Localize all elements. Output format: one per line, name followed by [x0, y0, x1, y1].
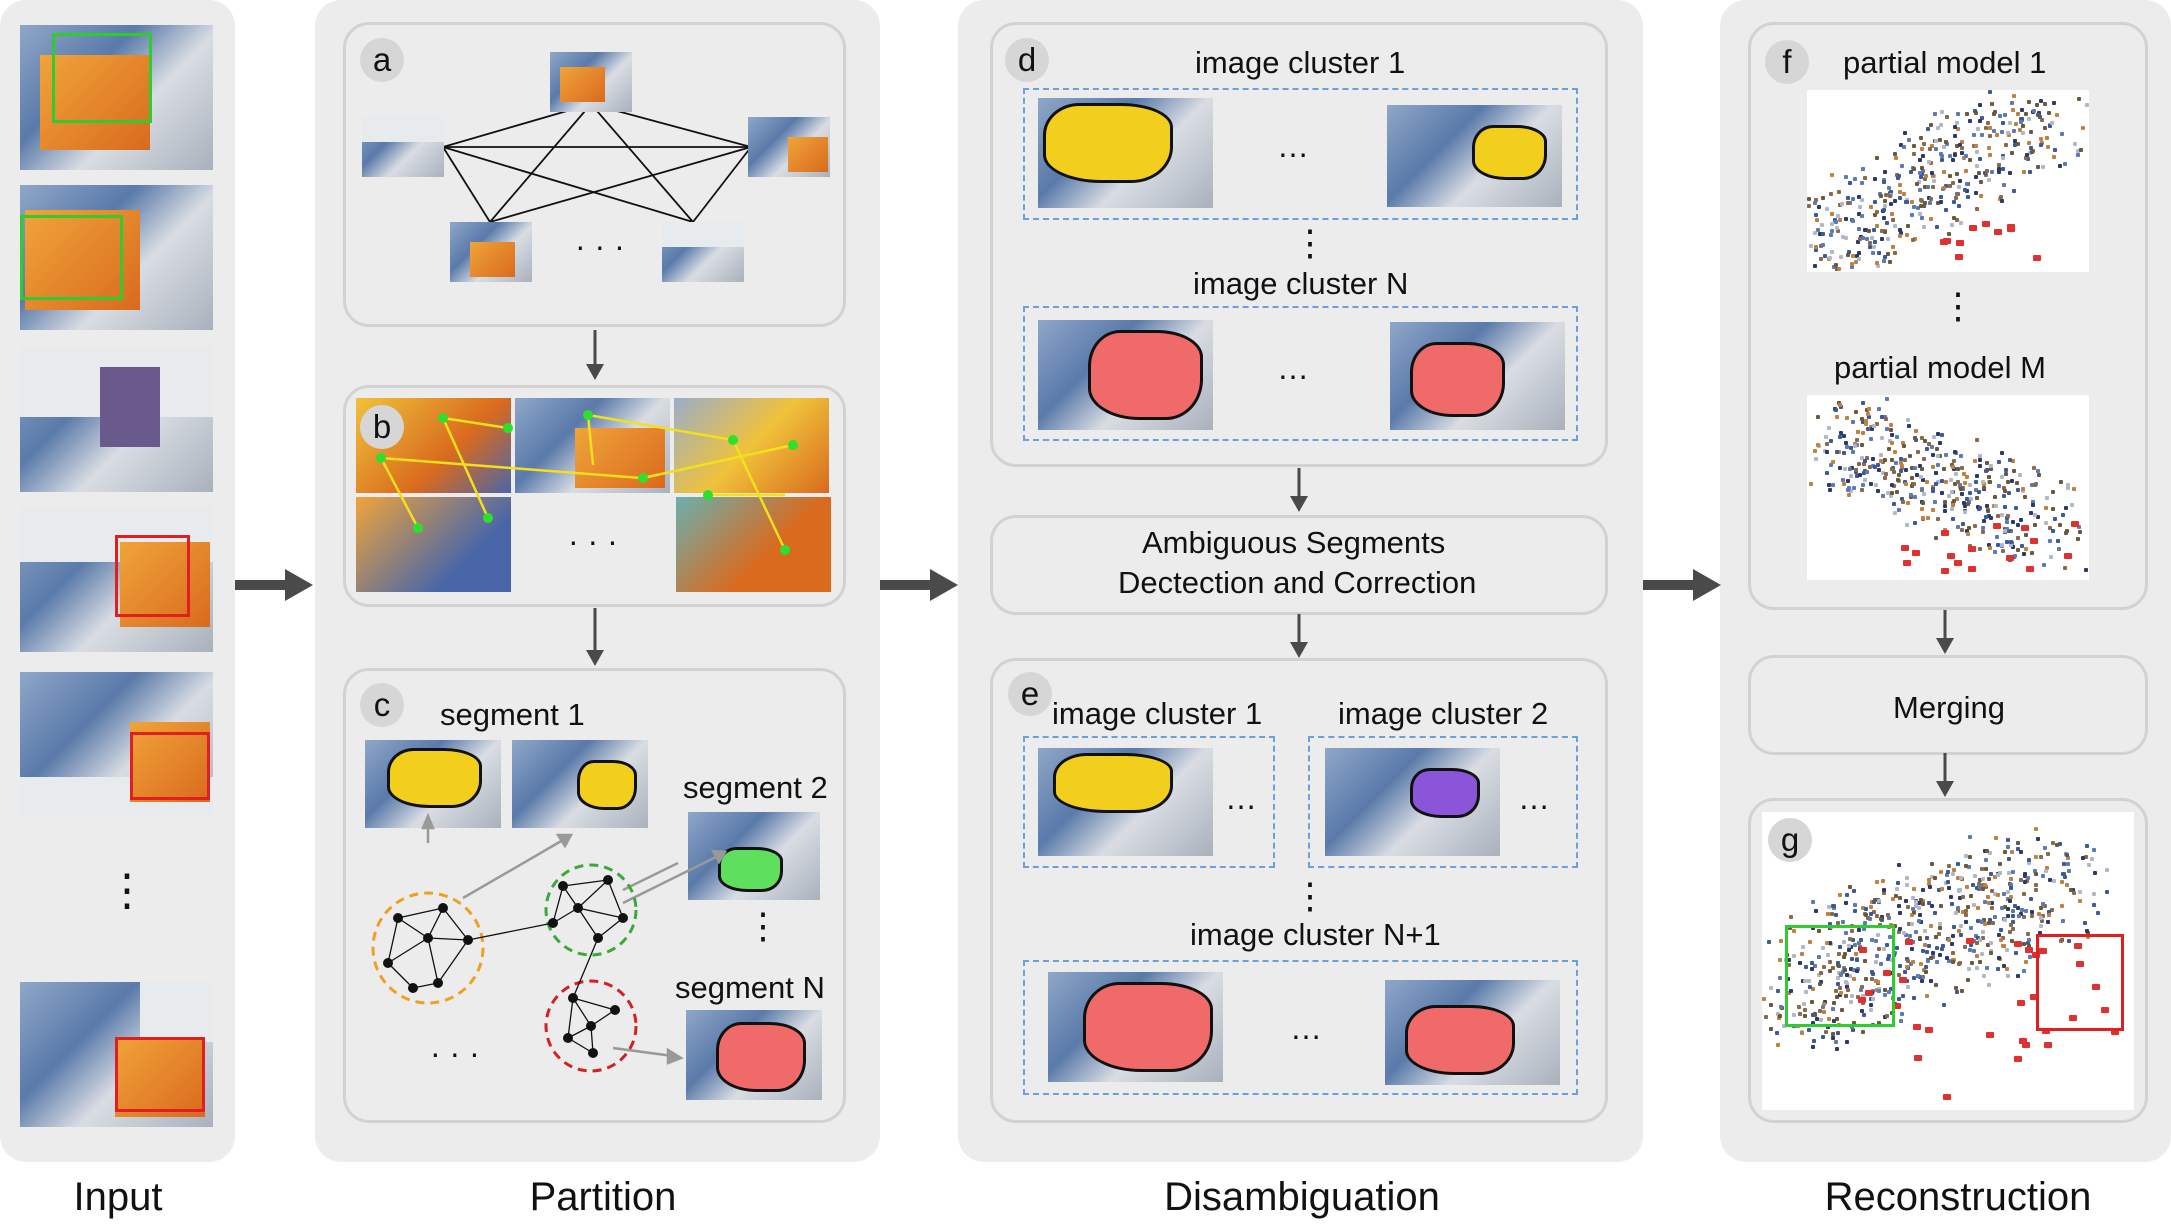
detection-line-1: Ambiguous Segments: [1142, 525, 1446, 560]
segment-1-image-a: [365, 740, 501, 828]
e-cluster-1-ellipsis: …: [1225, 780, 1257, 816]
badge-g: g: [1768, 818, 1812, 862]
input-vertical-ellipsis: ⋮: [105, 866, 149, 915]
match-ellipsis: · · ·: [568, 523, 618, 559]
arrow-a-to-b: [586, 330, 604, 380]
e-cluster-n1-image-b: [1385, 980, 1560, 1085]
segment-1-label: segment 1: [440, 697, 585, 732]
badge-c: c: [360, 683, 404, 727]
e-cluster-2-image: [1325, 748, 1500, 856]
badge-e: e: [1008, 672, 1052, 716]
input-image-3: [20, 347, 213, 492]
detection-correction-box: [990, 515, 1608, 615]
d-cluster-n-title: image cluster N: [1193, 266, 1409, 301]
input-image-5: [20, 672, 213, 817]
arrow-input-to-partition: [235, 569, 313, 601]
d-cluster-1-box: [1023, 88, 1578, 220]
segment-graph-ellipsis: · · ·: [430, 1035, 480, 1071]
arrow-d-to-detection: [1290, 468, 1308, 512]
merged-green-region: [1785, 925, 1895, 1027]
graph-node-image-bottom-left: [450, 222, 532, 282]
arrow-detection-to-e: [1290, 614, 1308, 658]
graph-node-image-right: [748, 117, 830, 177]
d-cluster-n-image-a: [1038, 320, 1213, 430]
e-cluster-n1-ellipsis: …: [1290, 1010, 1322, 1046]
e-cluster-1-title: image cluster 1: [1052, 696, 1263, 731]
segment-2-label: segment 2: [683, 770, 828, 805]
partition-column-label: Partition: [529, 1175, 677, 1219]
graph-node-image-top: [550, 52, 632, 112]
segment-n-image: [686, 1010, 822, 1100]
input-column-label: Input: [73, 1175, 163, 1219]
merged-red-region: [2036, 934, 2124, 1031]
e-vertical-ellipsis: ⋮: [1292, 875, 1328, 916]
d-cluster-1-image-b: [1387, 105, 1562, 207]
d-cluster-1-ellipsis: …: [1277, 128, 1309, 164]
graph-node-image-bottom-right: [662, 222, 744, 282]
d-cluster-1-image-a: [1038, 98, 1213, 208]
partial-model-m-title: partial model M: [1834, 350, 2046, 385]
e-cluster-1-box: [1023, 736, 1275, 868]
merging-label: Merging: [1893, 690, 2005, 725]
badge-a: a: [360, 38, 404, 82]
arrow-b-to-c: [586, 608, 604, 666]
disambiguation-column-label: Disambiguation: [1164, 1175, 1440, 1219]
graph-ellipsis: · · ·: [575, 228, 625, 264]
badge-b: b: [360, 405, 404, 449]
segment-vertical-ellipsis: ⋮: [745, 905, 781, 946]
d-cluster-1-title: image cluster 1: [1195, 45, 1406, 80]
graph-node-image-left: [362, 117, 444, 177]
arrow-disambiguation-to-reconstruction: [1643, 569, 1721, 601]
e-cluster-2-title: image cluster 2: [1338, 696, 1549, 731]
input-image-6: [20, 982, 213, 1127]
arrow-f-to-merging: [1936, 610, 1954, 654]
segment-2-image: [688, 812, 820, 900]
input-image-2: [20, 185, 213, 330]
arrow-partition-to-disambiguation: [880, 569, 958, 601]
d-cluster-n-image-b: [1390, 322, 1565, 430]
partial-model-1-cloud: [1807, 90, 2089, 272]
input-image-4: [20, 507, 213, 652]
match-image-5: [676, 497, 831, 592]
reconstruction-column-label: Reconstruction: [1824, 1175, 2092, 1219]
segment-1-image-b: [512, 740, 648, 828]
partial-model-1-title: partial model 1: [1843, 45, 2047, 80]
e-cluster-1-image: [1038, 748, 1213, 856]
arrow-merging-to-g: [1936, 753, 1954, 797]
segment-graph: [371, 812, 728, 1073]
segment-n-label: segment N: [675, 970, 825, 1005]
badge-d: d: [1005, 38, 1049, 82]
d-cluster-n-ellipsis: …: [1277, 350, 1309, 386]
partial-model-m-cloud: [1807, 395, 2089, 580]
e-cluster-n1-box: [1023, 960, 1578, 1095]
e-cluster-n1-title: image cluster N+1: [1190, 917, 1441, 952]
detection-line-2: Dectection and Correction: [1118, 565, 1477, 600]
e-cluster-2-ellipsis: …: [1518, 780, 1550, 816]
input-image-1: [20, 25, 213, 170]
merging-box: [1748, 655, 2148, 755]
d-vertical-ellipsis: ⋮: [1292, 222, 1328, 263]
feature-match-lines: [376, 410, 798, 555]
d-cluster-n-box: [1023, 306, 1578, 441]
f-vertical-ellipsis: ⋮: [1940, 285, 1976, 326]
e-cluster-n1-image-a: [1048, 972, 1223, 1082]
match-image-2: [515, 398, 670, 493]
badge-f: f: [1765, 40, 1809, 84]
e-cluster-2-box: [1308, 736, 1578, 868]
merged-model-cloud: [1762, 812, 2134, 1110]
